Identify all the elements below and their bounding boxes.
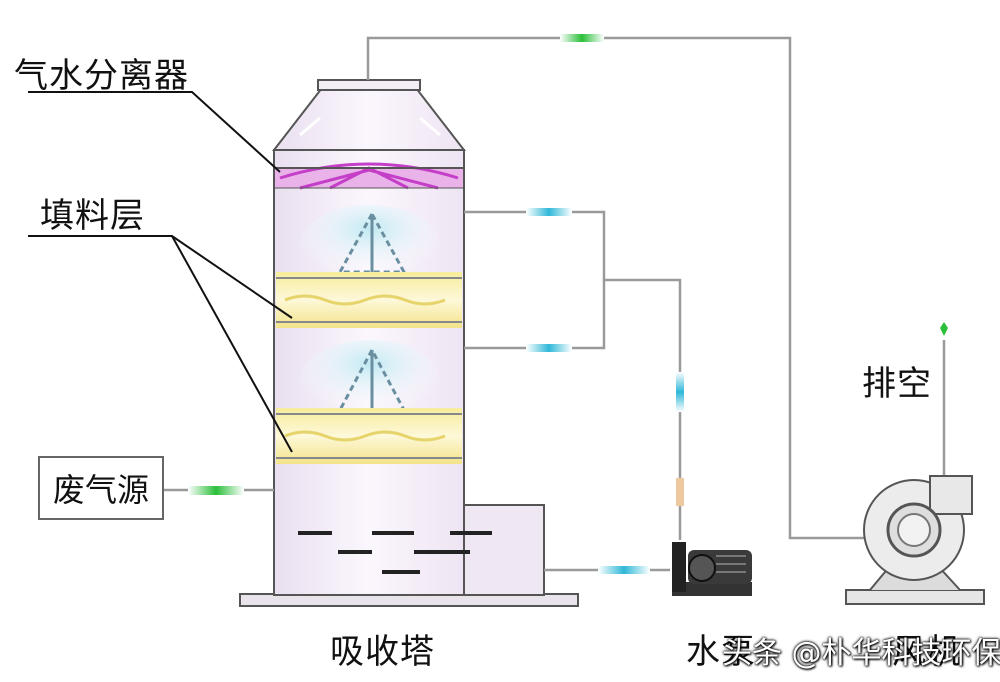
flow-markers: [188, 34, 948, 574]
absorption-tower: [271, 79, 545, 596]
watermark: 头条 @朴华科技环保: [722, 636, 1000, 671]
fan: [845, 475, 985, 605]
water-level-marks: [298, 531, 492, 574]
water-pump: [672, 542, 752, 596]
label-pump: 水泵: [686, 632, 756, 672]
label-tower: 吸收塔: [330, 632, 435, 672]
label-source: 废气源: [38, 456, 164, 520]
label-exhaust: 排空: [862, 364, 932, 404]
label-separator: 气水分离器: [14, 56, 189, 96]
lower-packing-layer: [276, 408, 462, 464]
gas-water-separator: [275, 162, 463, 190]
upper-spray-nozzle: [300, 205, 440, 285]
upper-packing-layer: [276, 272, 462, 328]
leader-lines: [28, 91, 293, 453]
label-fan: 风机: [892, 632, 962, 672]
label-packing: 填料层: [40, 196, 145, 236]
